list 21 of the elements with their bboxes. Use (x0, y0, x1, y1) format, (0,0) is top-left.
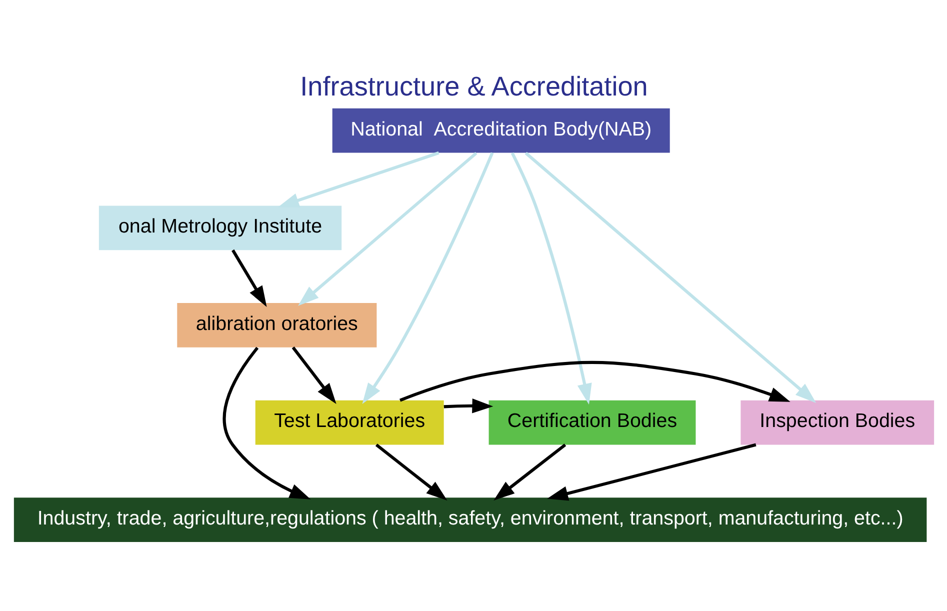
arrow (399, 360, 790, 402)
node-box: onal Metrology Institute (98, 206, 342, 250)
arrow (231, 249, 266, 307)
arrow (278, 151, 439, 208)
arrow (222, 346, 310, 500)
arrow (362, 152, 494, 404)
arrow (374, 444, 447, 500)
node-box: Certification Bodies (488, 400, 696, 445)
node-box: alibration oratories (176, 303, 376, 348)
node-box: National Accreditation Body(NAB) (332, 108, 670, 153)
arrow (298, 152, 477, 306)
arrow (546, 443, 756, 501)
arrow (443, 398, 493, 414)
diagram-title: Infrastructure & Accreditation (300, 70, 648, 102)
arrow (493, 444, 566, 500)
arrow (524, 152, 816, 403)
node-box: Inspection Bodies (740, 400, 934, 445)
arrow (510, 152, 592, 405)
node-box: Industry, trade, agriculture,regulations ( health, safety, environment, transport, manufacturing, etc...) (13, 498, 926, 542)
node-box: Test Laboratories (254, 400, 444, 445)
arrow (291, 346, 336, 404)
